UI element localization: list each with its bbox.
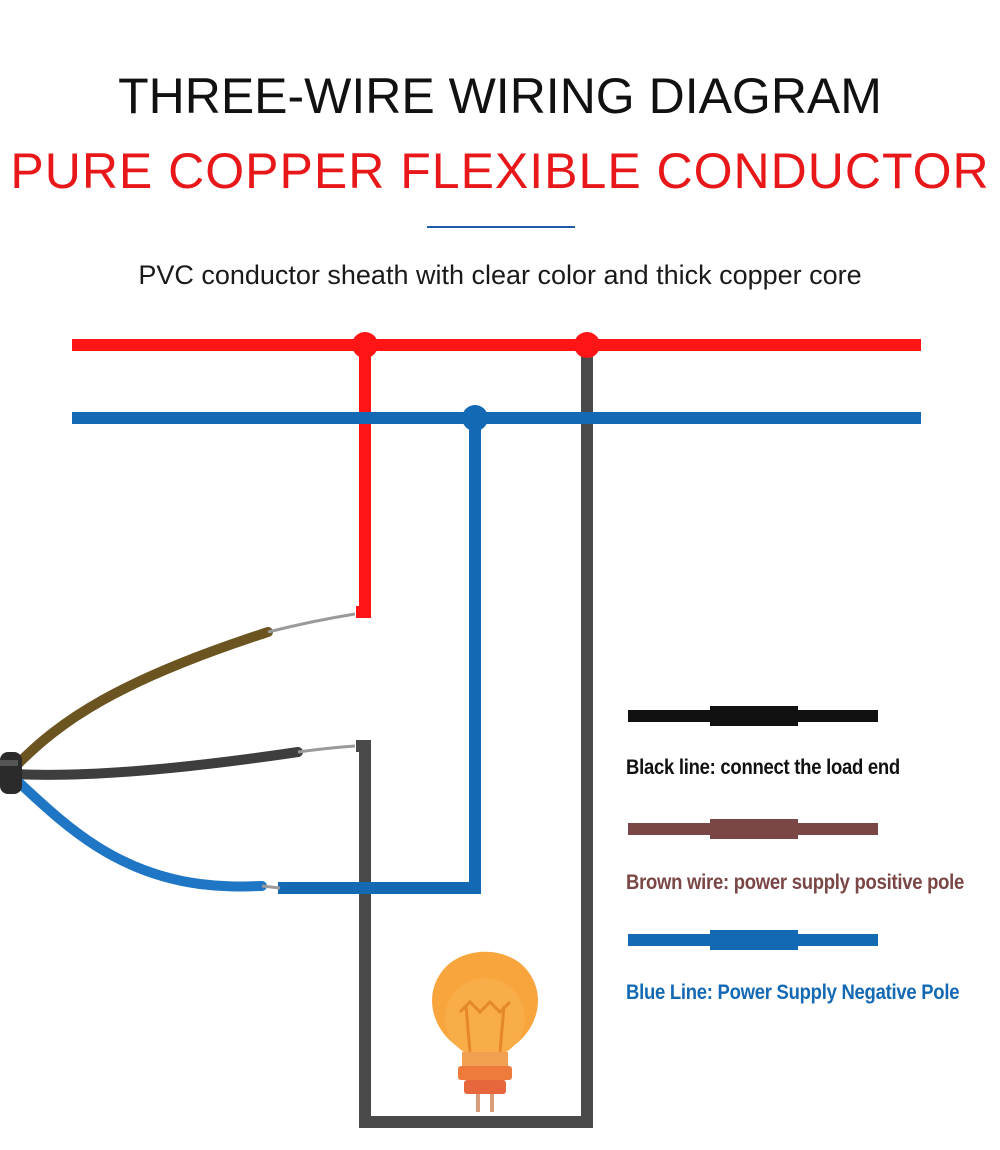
positive-junction-dot (574, 332, 600, 358)
legend-label-black: Black line: connect the load end (626, 756, 900, 779)
three-core-cable-icon (0, 612, 356, 892)
legend-label-blue: Blue Line: Power Supply Negative Pole (626, 981, 960, 1004)
positive-branch-wire (356, 345, 371, 618)
light-bulb-icon (432, 951, 538, 1112)
positive-junction-dot (352, 332, 378, 358)
load-wire-path (356, 345, 593, 1128)
negative-junction-dot (462, 405, 488, 431)
diagram-title: THREE-WIRE WIRING DIAGRAM (118, 68, 882, 124)
title-divider (427, 226, 575, 228)
legend-brown-swatch (628, 819, 878, 839)
diagram-subtitle: PURE COPPER FLEXIBLE CONDUCTOR (10, 143, 990, 199)
load-wire (356, 345, 593, 1128)
legend-label-brown: Brown wire: power supply positive pole (626, 871, 965, 894)
legend-blue-swatch (628, 930, 878, 950)
diagram-caption: PVC conductor sheath with clear color an… (138, 260, 862, 290)
legend-black-swatch (628, 706, 878, 726)
negative-branch-wire (278, 418, 481, 894)
